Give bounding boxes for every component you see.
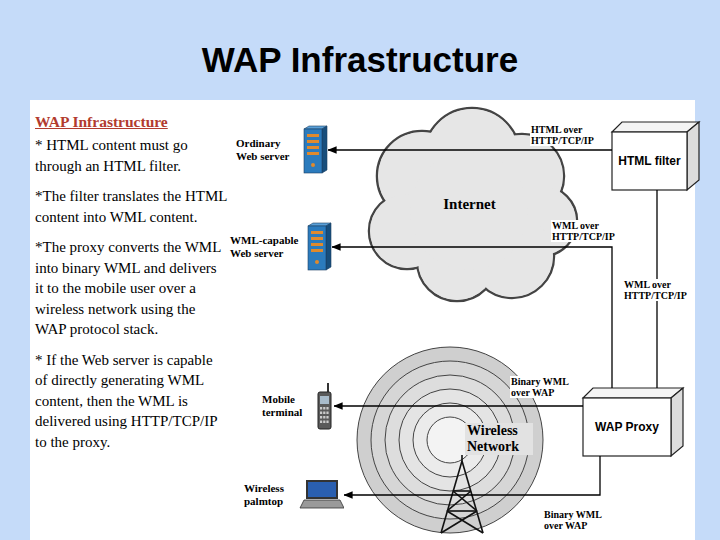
laptop-icon <box>298 478 344 512</box>
radio-tower <box>441 511 477 533</box>
radio-tower <box>447 511 483 533</box>
node-label: WML-capable Web server <box>230 234 302 259</box>
laptop-screen <box>308 482 336 497</box>
server-front <box>304 129 322 173</box>
bullet-note: *The proxy converts the WML into binary … <box>35 237 227 340</box>
web-server: WML-capable Web server <box>230 222 332 272</box>
cloud-fill <box>410 152 528 270</box>
phone-key <box>323 416 325 419</box>
phone-key <box>320 421 322 424</box>
connector-label: HTML over HTTP/TCP/IP <box>530 124 600 146</box>
power-light <box>315 260 319 264</box>
bullet-note: *The filter translates the HTML content … <box>35 186 227 227</box>
radio-ring <box>357 347 543 533</box>
server-side <box>326 223 331 270</box>
node-label: Internet <box>443 196 496 213</box>
filter-box: HTML filter <box>612 122 699 190</box>
notes-column: WAP Infrastructure * HTML content must go… <box>35 113 227 462</box>
mobile-terminal: Mobile terminal <box>262 382 334 430</box>
drive-slot <box>311 237 323 240</box>
phone-key <box>326 421 328 424</box>
phone-key <box>326 407 328 410</box>
node-label: WAP Proxy <box>595 420 659 434</box>
box-side <box>671 388 683 456</box>
phone-icon <box>314 382 334 430</box>
connector <box>328 149 612 150</box>
server-icon <box>302 125 328 175</box>
drive-slot <box>311 249 323 252</box>
phone-key <box>326 416 328 419</box>
wireless-network: Wireless Network <box>355 345 545 535</box>
drive-slot <box>311 243 323 246</box>
box-top <box>612 122 699 132</box>
bullet-note: * If the Web server is capable of direct… <box>35 350 227 453</box>
radio-tower <box>447 510 477 512</box>
phone-key <box>320 416 322 419</box>
power-light <box>311 163 315 167</box>
drive-slot <box>311 231 323 234</box>
drive-slot <box>307 152 319 155</box>
server-front <box>308 226 326 270</box>
bullet-note: * HTML content must go through an HTML f… <box>35 135 227 176</box>
phone-screen <box>320 396 329 404</box>
connector-label: Binary WML over WAP <box>510 376 580 398</box>
drive-slot <box>307 146 319 149</box>
box-front <box>583 398 671 456</box>
node-label: HTML filter <box>618 154 680 168</box>
proxy-box: WAP Proxy <box>583 388 683 456</box>
connector-label: WML over HTTP/TCP/IP <box>623 279 693 301</box>
box-side <box>687 122 699 190</box>
server-icon <box>306 222 332 272</box>
drive-slot <box>307 140 319 143</box>
drive-slot <box>307 134 319 137</box>
slide-title: WAP Infrastructure <box>0 40 720 80</box>
radio-tower <box>453 490 471 492</box>
laptop-base <box>300 500 344 508</box>
connector <box>334 405 583 406</box>
phone-key <box>323 412 325 415</box>
server-side <box>322 126 327 173</box>
phone-key <box>323 421 325 424</box>
phone-key <box>323 407 325 410</box>
phone-key <box>320 407 322 410</box>
phone-key <box>326 412 328 415</box>
phone-key <box>320 412 322 415</box>
panel-heading: WAP Infrastructure <box>35 113 227 131</box>
connector-label: Binary WML over WAP <box>543 509 613 531</box>
connector-label: WML over HTTP/TCP/IP <box>551 220 621 242</box>
box-top <box>583 388 683 398</box>
node-label: Ordinary Web server <box>236 137 298 162</box>
node-label: Mobile terminal <box>262 393 310 418</box>
radio-tower <box>461 455 463 461</box>
laptop-lid <box>306 480 338 499</box>
phone-body <box>318 392 331 429</box>
radio-tower <box>453 491 477 511</box>
node-label: Wireless palmtop <box>244 482 294 507</box>
node-label: Wireless Network <box>465 423 533 455</box>
radio-tower <box>447 491 471 511</box>
wireless-palmtop: Wireless palmtop <box>244 478 344 512</box>
box-front <box>612 132 687 190</box>
web-server: Ordinary Web server <box>236 125 328 175</box>
